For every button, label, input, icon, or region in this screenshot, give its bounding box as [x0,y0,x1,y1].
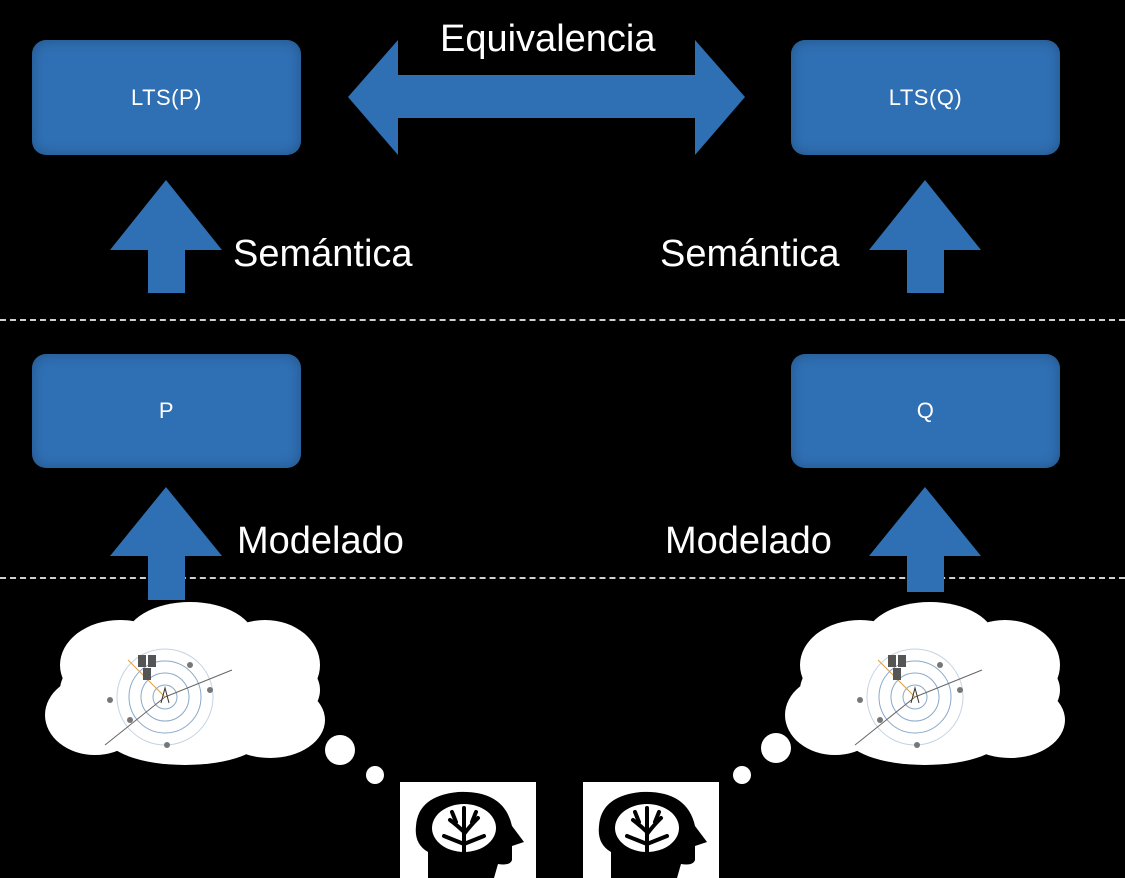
q-label: Q [916,398,935,423]
divider-upper [0,319,1125,321]
modelado-left-label: Modelado [237,520,404,562]
network-diagram-icon-right [854,648,983,748]
lts-q-box: LTS(Q) [791,40,1060,155]
divider-lower [0,577,1125,579]
modelado-left-arrow [110,487,222,600]
modelado-right-arrow [869,487,981,592]
thought-cloud-left [45,602,384,784]
semantica-left-label: Semántica [233,233,413,275]
q-box: Q [791,354,1060,468]
semantica-right-label: Semántica [660,233,840,275]
equivalencia-label: Equivalencia [440,18,656,60]
lts-p-label: LTS(P) [130,84,203,110]
p-label: P [158,398,175,423]
brain-head-icon [415,791,524,878]
lts-p-box: LTS(P) [32,40,301,155]
thought-cloud-right [733,602,1065,784]
semantica-left-arrow [110,180,222,293]
semantica-right-arrow [869,180,981,293]
modelado-right-label: Modelado [665,520,832,562]
brain-head-left [400,782,536,878]
brain-head-icon [598,791,707,878]
equivalence-double-arrow [348,40,745,155]
brain-head-right [583,782,719,878]
p-box: P [32,354,301,468]
network-diagram-icon-left [104,648,233,748]
lts-q-label: LTS(Q) [888,84,963,110]
